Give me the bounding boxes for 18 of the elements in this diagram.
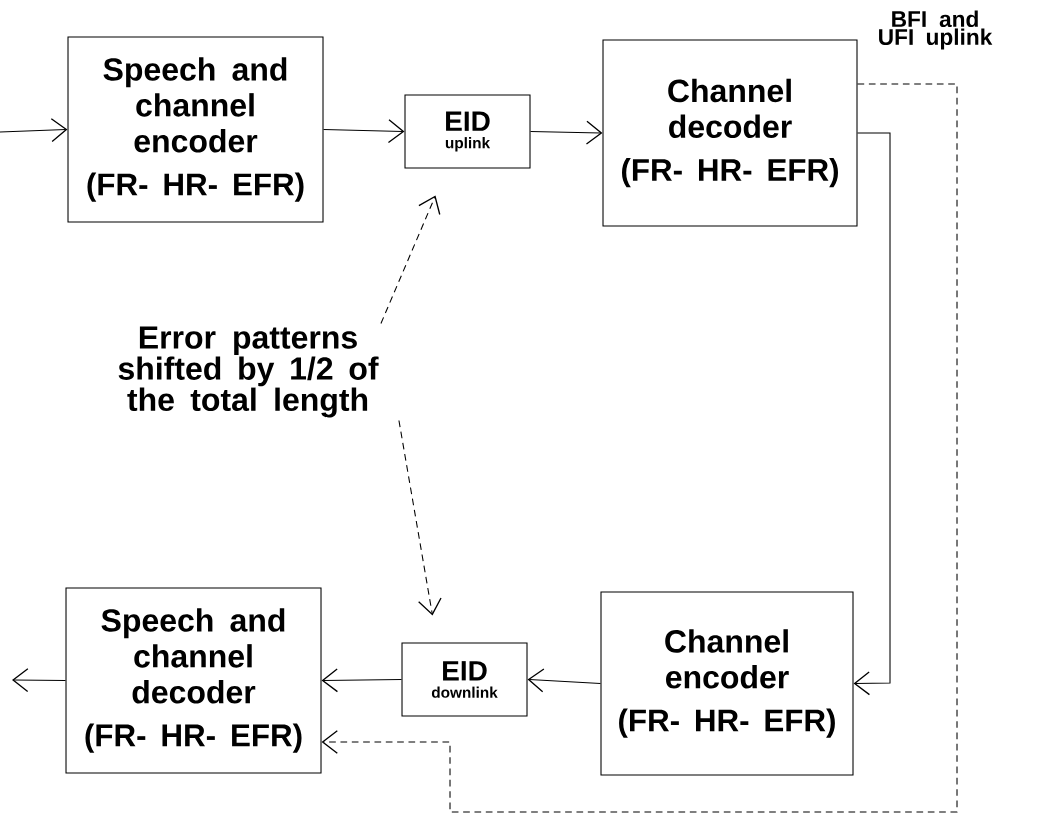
arrow: [0, 118, 68, 143]
annotation-text: Error patterns shifted by 1/2 of the total length: [118, 326, 379, 418]
process-box: Channel decoder (FR- HR- EFR): [602, 39, 858, 227]
arrow: [527, 668, 601, 693]
process-box: EID downlink: [401, 642, 528, 717]
dashed-arrow: [380, 195, 441, 325]
arrow: [321, 668, 402, 693]
process-box: EID uplink: [404, 94, 531, 169]
arrow: [530, 120, 603, 145]
process-box: Speech and channel decoder (FR- HR- EFR): [65, 587, 322, 774]
edge-label: BFI and UFI uplink: [879, 10, 993, 50]
arrow: [12, 668, 66, 693]
process-box: Channel encoder (FR- HR- EFR): [600, 591, 854, 776]
dashed-arrow: [398, 419, 442, 616]
dashed-arrow: [321, 83, 958, 813]
arrow: [323, 119, 405, 144]
arrow: [853, 132, 891, 696]
process-box: Speech and channel encoder (FR- HR- EFR): [67, 36, 324, 223]
